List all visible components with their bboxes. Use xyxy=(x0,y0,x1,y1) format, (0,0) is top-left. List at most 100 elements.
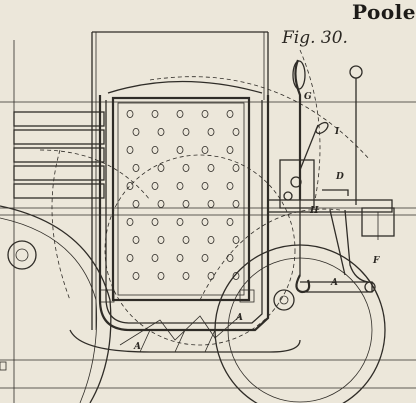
perforation-hole xyxy=(157,163,165,172)
sector-plate xyxy=(279,159,315,209)
lever-i xyxy=(299,124,319,171)
label-d: D xyxy=(336,172,344,182)
perforation-hole xyxy=(151,110,159,119)
perforation-hole xyxy=(176,145,184,154)
driving-wheel-left-rim xyxy=(0,217,98,403)
lower-bracket-left xyxy=(99,289,115,303)
perforation-hole xyxy=(201,110,209,119)
perforation-hole xyxy=(207,271,215,280)
sector-pin-2 xyxy=(283,191,293,201)
perforation-hole xyxy=(151,253,159,262)
perforation-hole xyxy=(182,127,190,136)
tube-1 xyxy=(13,111,105,127)
grate-bars xyxy=(119,315,241,346)
link-eye-inner xyxy=(279,295,289,305)
firebox-crown xyxy=(107,80,263,94)
perforation-hole xyxy=(207,235,215,244)
perforation-hole xyxy=(201,181,209,190)
label-a-bottom-left: A xyxy=(134,342,141,352)
perforation-hole xyxy=(207,199,215,208)
perforation-hole xyxy=(182,163,190,172)
grate-hooks xyxy=(139,329,216,353)
perforation-hole xyxy=(132,127,140,136)
arc-lower xyxy=(199,208,341,301)
perforation-hole xyxy=(232,199,240,208)
wheel-hub-left xyxy=(7,240,37,270)
bar-a xyxy=(300,281,373,293)
sector-pin xyxy=(290,176,302,188)
perforation-hole xyxy=(132,235,140,244)
lever-i-grip xyxy=(315,121,329,135)
label-a-right: A xyxy=(331,278,338,288)
tube-5 xyxy=(13,183,105,199)
firebox-shell-inner xyxy=(105,100,263,324)
perforation-hole xyxy=(226,181,234,190)
perforation-hole xyxy=(232,127,240,136)
arc-circle-large xyxy=(104,154,296,346)
tube-2 xyxy=(13,129,105,145)
perforation-hole xyxy=(182,235,190,244)
label-a-bottom-mid: A xyxy=(236,313,243,323)
perforation-hole xyxy=(126,181,134,190)
boiler-tubes xyxy=(13,111,105,199)
stay-rod xyxy=(329,209,346,276)
perforation-hole xyxy=(157,199,165,208)
pedal-d xyxy=(322,189,349,196)
curved-stay xyxy=(344,209,369,283)
fire-door-plate-inner xyxy=(117,102,245,296)
perforation-hole xyxy=(151,217,159,226)
perforation-hole xyxy=(132,271,140,280)
label-i: I xyxy=(335,127,340,137)
perforation-hole xyxy=(132,163,140,172)
perforation-hole xyxy=(226,145,234,154)
perforation-hole xyxy=(176,253,184,262)
perforation-hole xyxy=(232,163,240,172)
header-title: Poole xyxy=(351,0,416,24)
lower-bracket-right xyxy=(239,289,255,303)
label-f: F xyxy=(373,256,380,266)
bar-end-pin xyxy=(364,281,376,293)
fire-door-plate xyxy=(111,96,251,302)
perforation-hole xyxy=(126,253,134,262)
perforation-hole xyxy=(176,181,184,190)
perforation-hole xyxy=(132,199,140,208)
perforation-hole xyxy=(176,217,184,226)
perforation-hole xyxy=(226,217,234,226)
perforation-hole xyxy=(201,145,209,154)
ashpan xyxy=(69,329,301,353)
perforation-hole xyxy=(157,235,165,244)
tube-4 xyxy=(13,165,105,181)
perforation-hole xyxy=(182,271,190,280)
perforation-hole xyxy=(232,235,240,244)
perforation-hole xyxy=(201,253,209,262)
label-g: G xyxy=(304,92,312,102)
margin-tab xyxy=(0,361,7,371)
arc-left xyxy=(39,149,151,201)
perforation-hole xyxy=(226,253,234,262)
perforation-hole xyxy=(151,145,159,154)
perforation-hole xyxy=(201,217,209,226)
figure-label: Fig. 30. xyxy=(282,28,348,48)
arc-left-lower xyxy=(51,149,71,301)
perforation-hole xyxy=(126,145,134,154)
perforation-hole xyxy=(157,127,165,136)
driving-wheel-left xyxy=(0,205,112,403)
wheel-hub-left-inner xyxy=(15,248,29,262)
perforation-hole xyxy=(182,199,190,208)
link-eye xyxy=(273,289,295,311)
perforation-hole xyxy=(151,181,159,190)
perforation-hole xyxy=(126,217,134,226)
perforation-hole xyxy=(207,163,215,172)
perforation-hole xyxy=(176,110,184,119)
hook xyxy=(295,274,311,294)
tube-3 xyxy=(13,147,105,163)
arc-lever xyxy=(299,49,321,201)
rod-knob xyxy=(349,65,363,79)
perforation-hole xyxy=(126,110,134,119)
label-h: H xyxy=(310,206,319,216)
perforation-hole xyxy=(157,271,165,280)
perforation-hole xyxy=(207,127,215,136)
lever-handle xyxy=(292,60,306,90)
